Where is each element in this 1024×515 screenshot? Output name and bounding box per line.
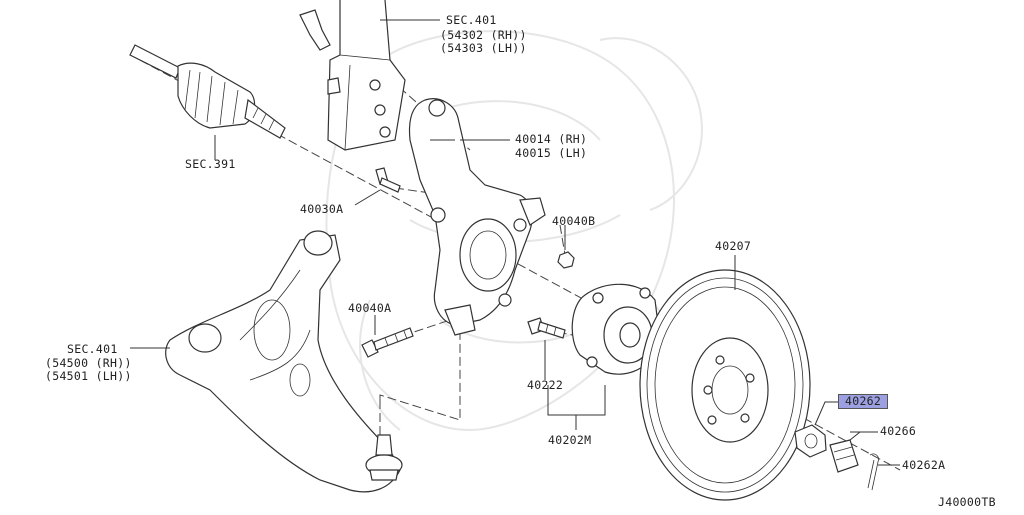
cotter-pin-40262a — [867, 453, 879, 491]
label-40262-highlighted[interactable]: 40262 — [838, 394, 889, 409]
label-sec401-mid: SEC.401 — [67, 342, 118, 356]
label-54303: (54303 (LH)) — [440, 41, 527, 55]
ball-joint — [365, 434, 403, 481]
bolt-40040a — [361, 327, 414, 358]
hub-nut-40262 — [794, 424, 827, 458]
brake-rotor — [639, 269, 811, 501]
label-40262a: 40262A — [902, 458, 946, 472]
label-54501: (54501 (LH)) — [45, 369, 132, 383]
diagram-code: J40000TB — [938, 495, 996, 509]
label-54500-text: 54500 (RH) — [52, 356, 125, 370]
label-54501-text: 54501 (LH) — [52, 369, 125, 383]
nut-40040b — [557, 251, 575, 269]
label-40266: 40266 — [880, 424, 917, 438]
hub-bolt-40222 — [527, 317, 566, 339]
lower-control-arm — [165, 230, 401, 493]
label-54500: (54500 (RH)) — [45, 356, 132, 370]
label-40040a: 40040A — [348, 301, 392, 315]
label-40202m: 40202M — [548, 433, 592, 447]
label-sec391: SEC.391 — [185, 157, 236, 171]
label-54302-text: 54302 (RH) — [447, 28, 520, 42]
leader-lines — [130, 19, 900, 466]
label-sec401-top: SEC.401 — [446, 13, 497, 27]
bolt-40030a — [375, 167, 401, 193]
steering-knuckle — [408, 98, 546, 336]
label-40014: 40014 (RH) — [515, 132, 588, 146]
label-54302: (54302 (RH)) — [440, 28, 527, 42]
label-40040b: 40040B — [552, 214, 596, 228]
label-40207: 40207 — [715, 239, 752, 253]
nut-cap-40266 — [829, 439, 859, 473]
label-40015: 40015 (LH) — [515, 146, 588, 160]
label-40030a: 40030A — [300, 202, 344, 216]
label-54303-text: 54303 (LH) — [447, 41, 520, 55]
strut-assembly — [299, 0, 406, 151]
drive-shaft — [129, 44, 286, 139]
label-40222: 40222 — [527, 378, 564, 392]
